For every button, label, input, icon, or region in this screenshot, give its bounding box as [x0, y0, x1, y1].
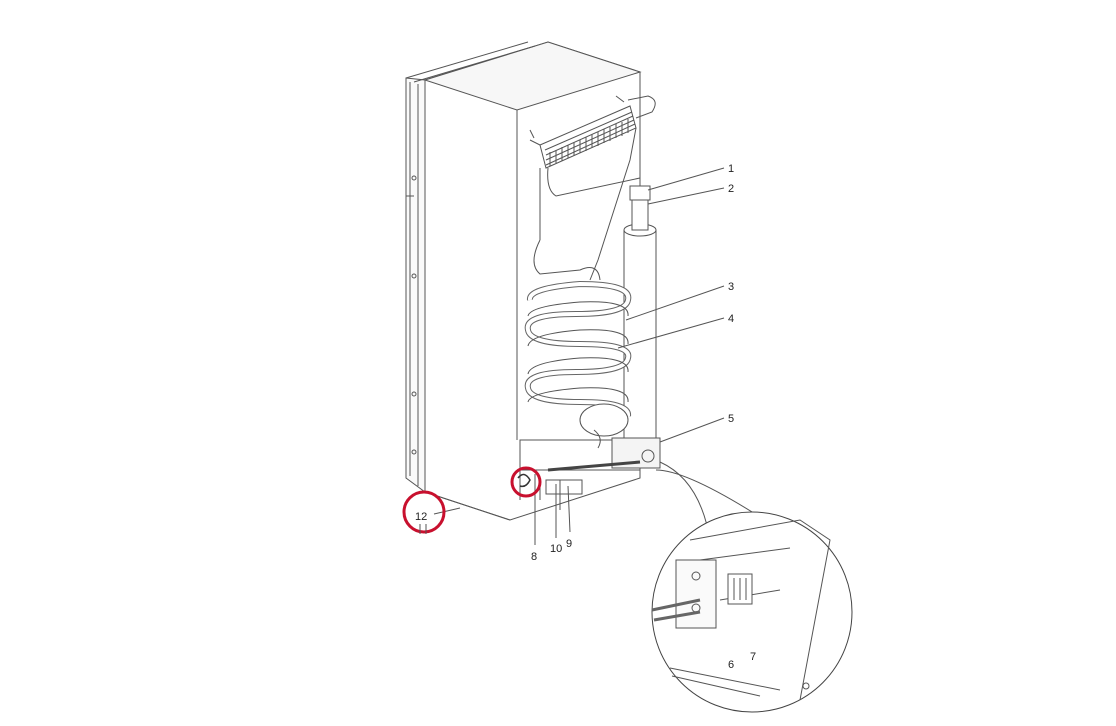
boiler-cylinder: [623, 185, 657, 441]
callout-9: 9: [566, 538, 572, 550]
absorber-coil: [524, 280, 632, 437]
detail-zoom-circle: [651, 511, 853, 713]
callout-10: 10: [550, 543, 562, 555]
callout-5: 5: [728, 413, 734, 425]
callout-2: 2: [728, 183, 734, 195]
callout-4: 4: [728, 313, 734, 325]
thermocouple-detail: [419, 473, 531, 534]
callout-7: 7: [750, 651, 756, 663]
callout-3: 3: [728, 281, 734, 293]
callout-12: 12: [415, 511, 427, 523]
callout-1: 1: [728, 163, 734, 175]
callout-6: 6: [728, 659, 734, 671]
refrigerant-tubing: [533, 127, 641, 281]
burner-assembly: [519, 429, 661, 510]
callout-labels: 1 2 3 4 5 6 7 8 9 10 12: [415, 163, 756, 671]
callout-8: 8: [531, 551, 537, 563]
highlight-circles: [402, 466, 542, 534]
refrigerator-door: [405, 41, 536, 493]
